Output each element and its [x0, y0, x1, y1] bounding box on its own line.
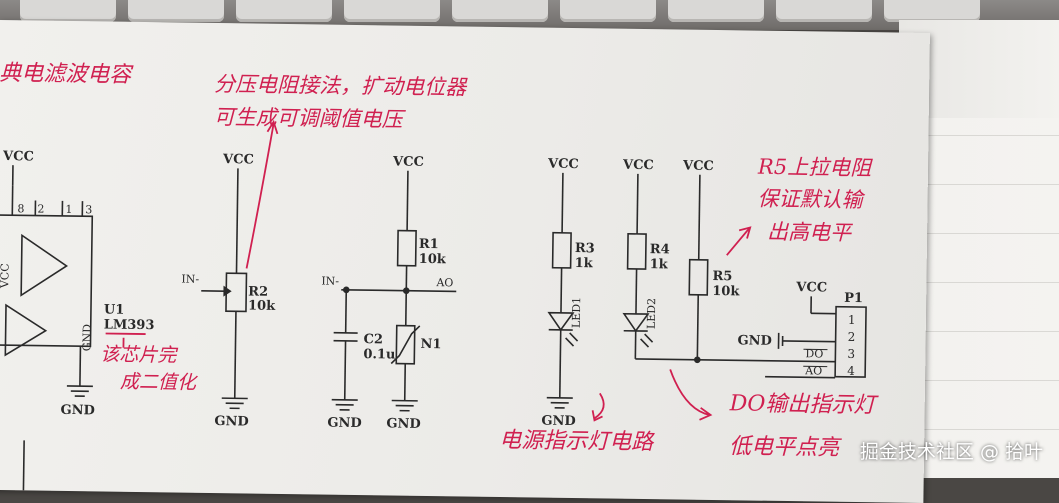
header-pin: 3	[847, 347, 855, 361]
comparator-b	[5, 305, 46, 356]
output-label: AO	[435, 276, 453, 289]
keyboard-key	[128, 0, 224, 22]
keyboard-key	[20, 0, 116, 22]
r4-ref: R4	[650, 242, 670, 257]
led2-ref: LED2	[645, 298, 658, 329]
pin-number: 8	[17, 202, 24, 215]
watermark: 掘金技术社区 @ 拾叶	[860, 437, 1043, 464]
vcc-label: VCC	[795, 280, 827, 295]
arrow-to-led1	[594, 393, 603, 418]
vcc-label: VCC	[682, 159, 714, 174]
comparator-a	[21, 235, 67, 296]
underline-lm393	[106, 334, 146, 335]
schematic-paper: VCC VCC 8 2 1 3 U1 LM393 GND GND	[0, 20, 930, 503]
annotation-do-line1: DO输出指示灯	[730, 385, 876, 419]
keyboard-key	[884, 0, 980, 22]
sensor-divider-circuit: VCC R1 10k IN- AO C2 0.1u N1	[319, 154, 458, 433]
vcc-label: VCC	[547, 157, 579, 172]
arrow-to-r5	[727, 228, 749, 255]
annotation-r2-line1: 分压电阻接法，扩动电位器	[214, 68, 466, 102]
keyboard-key	[668, 0, 764, 22]
keyboard-key	[452, 0, 548, 22]
lm393-block: VCC VCC 8 2 1 3 U1 LM393 GND GND	[0, 149, 157, 492]
r3-value: 1k	[575, 256, 594, 271]
led1-power-indicator: VCC R3 1k LED1 GND	[541, 157, 596, 430]
chip-vcc-pin: VCC	[0, 263, 12, 289]
chip-gnd-pin: GND	[80, 324, 93, 352]
header-pin: 1	[848, 313, 856, 327]
keyboard-key	[560, 0, 656, 22]
keyboard-key	[236, 0, 332, 22]
resistor-value: 10k	[248, 298, 276, 313]
pin-number: 1	[65, 203, 72, 216]
gnd-label: GND	[60, 403, 94, 418]
vcc-label: VCC	[622, 158, 654, 173]
r5-ref: R5	[712, 269, 732, 284]
c2-ref: C2	[363, 332, 383, 347]
c2-value: 0.1u	[363, 347, 395, 362]
annotation-filter-capacitor: 典电滤波电容	[0, 55, 132, 89]
r1-ref: R1	[419, 237, 439, 252]
vcc-label: VCC	[2, 149, 34, 164]
p1-header: VCC P1 1 2 3 4 GND DO AO	[737, 279, 866, 378]
annotation-lm393-line2: 成二值化	[120, 367, 196, 395]
notebook-page-edge	[920, 118, 1059, 478]
chip-ref: U1	[104, 302, 125, 317]
keyboard-key	[344, 0, 440, 22]
pin-number: 3	[85, 203, 92, 216]
r5-pullup-circuit: VCC R5 10k	[679, 159, 742, 361]
gnd-label: GND	[327, 416, 361, 431]
keyboard-key	[776, 0, 872, 22]
header-ref: P1	[844, 291, 863, 306]
resistor-ref: R2	[248, 284, 268, 299]
r5-value: 10k	[712, 284, 740, 299]
n1-ref: N1	[420, 337, 441, 352]
header-pin: 4	[847, 364, 855, 378]
r4-value: 1k	[650, 257, 669, 272]
gnd-label: GND	[737, 333, 771, 348]
annotation-r5-line2: 保证默认输	[757, 183, 862, 214]
annotation-r5-line3: 出高电平	[767, 216, 851, 247]
arrow-to-led2	[670, 369, 711, 415]
vcc-label: VCC	[222, 152, 254, 167]
pin-number: 2	[37, 203, 44, 216]
annotation-r5-line1: R5上拉电阻	[758, 151, 872, 183]
r1-value: 10k	[419, 252, 447, 267]
gnd-label: GND	[386, 416, 420, 431]
input-label: IN-	[321, 275, 339, 288]
chip-name: LM393	[104, 317, 155, 333]
vcc-label: VCC	[392, 154, 424, 169]
gnd-label: GND	[214, 414, 248, 429]
annotation-r2-line2: 可生成可调阈值电压	[213, 101, 402, 134]
r3-ref: R3	[575, 241, 595, 256]
annotation-lm393-line1: 该芯片完	[100, 339, 176, 367]
led1-ref: LED1	[570, 297, 583, 328]
annotation-power-led: 电源指示灯电路	[499, 422, 653, 456]
input-label: IN-	[181, 273, 199, 286]
header-pin: 2	[848, 330, 856, 344]
arrow-to-r2	[247, 123, 274, 268]
annotation-do-line2: 低电平点亮	[729, 428, 839, 462]
